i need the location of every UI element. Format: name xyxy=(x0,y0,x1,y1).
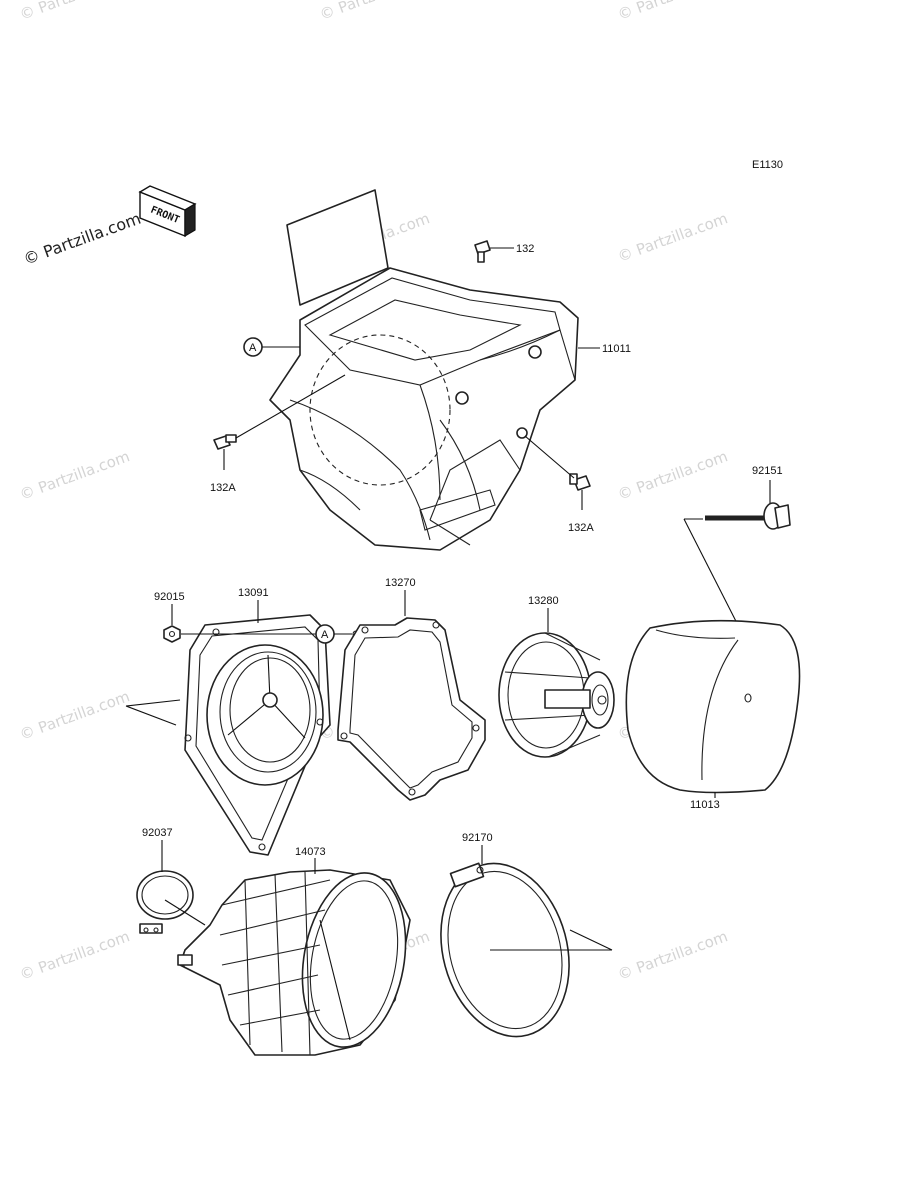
gasket-13270 xyxy=(337,617,486,801)
part-label-92037: 92037 xyxy=(142,827,173,839)
element-frame-13280 xyxy=(498,632,615,758)
watermark: © Partzilla.com xyxy=(615,447,730,504)
bolt-132 xyxy=(474,240,491,263)
watermark: © Partzilla.com xyxy=(615,209,730,266)
front-arrow: FRONT xyxy=(138,185,197,238)
watermark: © Partzilla.com xyxy=(17,687,132,744)
watermark-dark: © Partzilla.com xyxy=(21,209,144,269)
nut-92015 xyxy=(163,625,181,643)
watermark: © Partzilla.com xyxy=(17,0,132,24)
part-label-14073: 14073 xyxy=(295,846,326,858)
watermark: © Partzilla.com xyxy=(317,0,432,24)
bolt-132A-right xyxy=(569,473,591,491)
part-label-11013: 11013 xyxy=(690,799,720,811)
watermark: © Partzilla.com xyxy=(615,0,730,24)
air-intake-duct-14073 xyxy=(177,869,411,1056)
part-label-13091: 13091 xyxy=(238,587,269,599)
part-label-92015: 92015 xyxy=(154,591,185,603)
air-cleaner-case xyxy=(269,189,579,551)
diagram-code: E1130 xyxy=(752,159,783,171)
reference-mark-a-middle-label: A xyxy=(321,629,329,641)
part-label-92170: 92170 xyxy=(462,832,493,844)
watermark: © Partzilla.com xyxy=(17,927,132,984)
part-label-132: 132 xyxy=(516,243,534,255)
bolt-132A-left xyxy=(213,434,237,450)
part-label-132A-right: 132A xyxy=(568,522,594,534)
watermark: © Partzilla.com xyxy=(615,927,730,984)
wing-bolt-92151 xyxy=(705,502,791,530)
reference-mark-a-label: A xyxy=(249,342,257,354)
air-filter-element-11013 xyxy=(625,619,801,794)
part-label-13280: 13280 xyxy=(528,595,559,607)
part-label-13270: 13270 xyxy=(385,577,416,589)
part-label-92151: 92151 xyxy=(752,465,783,477)
watermark: © Partzilla.com xyxy=(17,447,132,504)
clamp-92037 xyxy=(136,870,194,934)
part-label-132A-left: 132A xyxy=(210,482,236,494)
part-label-11011: 11011 xyxy=(602,343,631,355)
element-holder-13091 xyxy=(184,614,331,856)
